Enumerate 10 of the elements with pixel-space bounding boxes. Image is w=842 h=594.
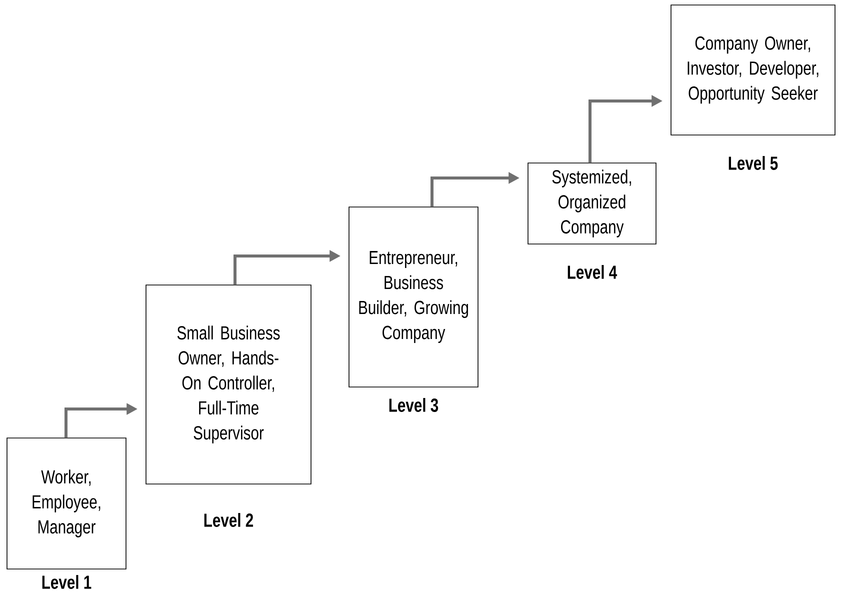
text-box: Entrepreneur, Business Builder, Growing Company (348, 206, 478, 388)
level-label: Level 4 (568, 265, 618, 279)
text-box: Company Owner, Investor, Developer, Opportunity Seeker (670, 4, 836, 136)
text-box: Systemized, Organized Company (528, 162, 656, 244)
text-box: Small Business Owner, Hands-On Controller, Full-Time Supervisor (146, 284, 312, 484)
level-label: Level 3 (389, 398, 438, 412)
level-label: Level 2 (204, 513, 254, 527)
text-box: Worker, Employee, Manager (6, 438, 126, 570)
level-label: Level 5 (728, 156, 778, 170)
level-label: Level 1 (42, 575, 92, 589)
